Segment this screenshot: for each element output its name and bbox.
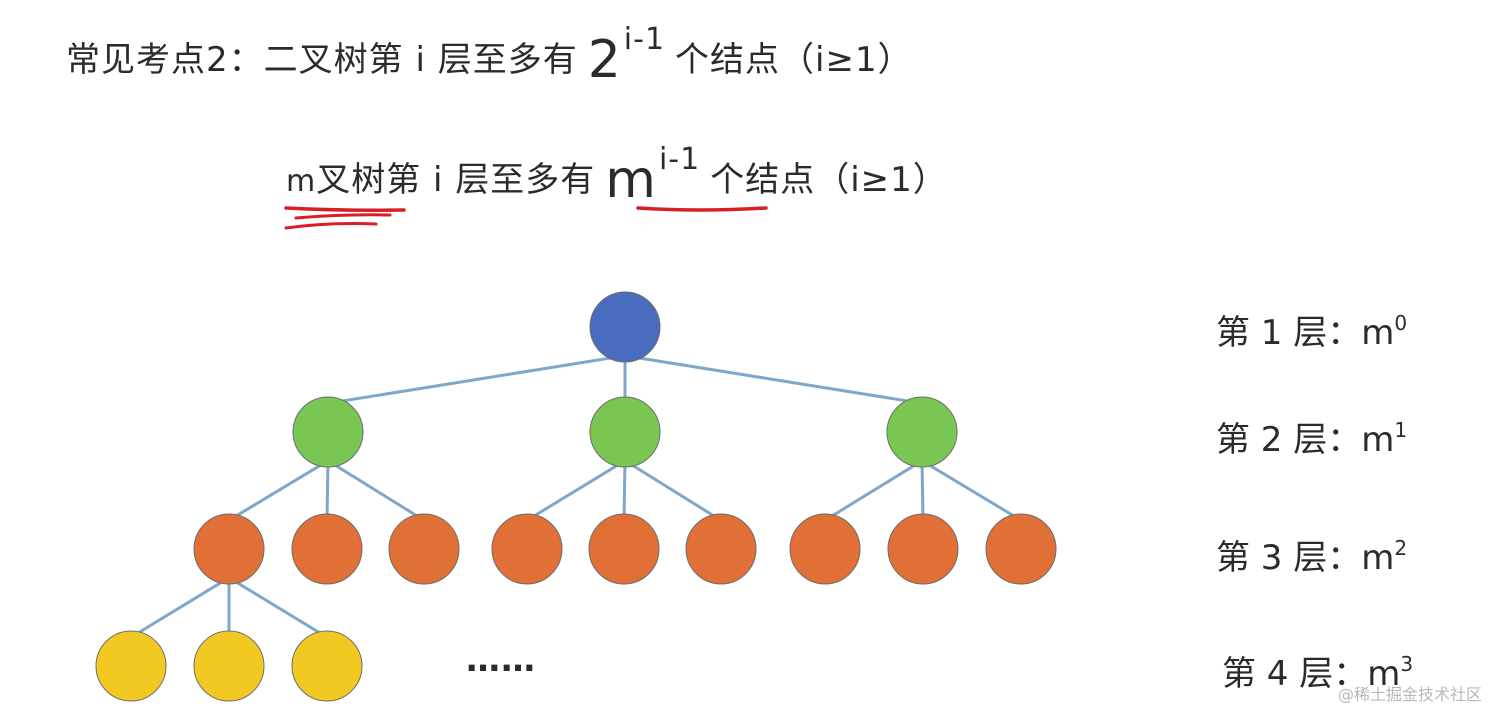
tree-edges (130, 354, 1022, 639)
underline-formula-stroke (636, 206, 768, 212)
tree-node-level-3 (789, 513, 861, 585)
formula-exponent-2: i-1 (658, 142, 701, 177)
watermark: @稀土掘金技术社区 (1337, 685, 1482, 704)
tree-edge (327, 354, 626, 405)
layer-label-1-exp: 0 (1394, 311, 1408, 335)
tree-node-level-3 (985, 513, 1057, 585)
layer-label-3: 第 3 层：m2 (1216, 530, 1407, 579)
tree-node-level-3 (588, 513, 660, 585)
tree-edge (526, 459, 626, 522)
layer-label-4: 第 4 层：m3 (1222, 646, 1413, 695)
layer-label-3-text: 第 3 层：m (1216, 538, 1395, 578)
tree-node-level-3 (193, 513, 265, 585)
formula-base-2: 2 (587, 30, 622, 90)
tree-node-level-3 (887, 513, 959, 585)
heading-line2-m: m (286, 164, 317, 199)
tree-node-level-4 (291, 630, 363, 702)
layer-label-2-text: 第 2 层：m (1216, 420, 1395, 460)
more-nodes-ellipsis: …… (466, 640, 536, 680)
heading-line2-prefix: 叉树第 i 层至多有 (316, 160, 596, 200)
tree-node-level-3 (491, 513, 563, 585)
tree-edge (130, 576, 230, 639)
layer-label-4-text: 第 4 层：m (1222, 654, 1401, 694)
tree-node-level-4 (193, 630, 265, 702)
tree-node-level-2 (292, 396, 364, 468)
underline-m-stroke-3 (284, 222, 378, 230)
tree-edge (921, 459, 1022, 522)
tree-node-level-1 (589, 291, 661, 363)
tree-edge (622, 460, 627, 521)
underline-m-stroke-2 (294, 213, 392, 220)
tree-node-level-2 (589, 396, 661, 468)
layer-label-4-exp: 3 (1400, 652, 1414, 676)
tree-nodes (95, 291, 1057, 702)
tree-node-level-4 (95, 630, 167, 702)
tree-edge (920, 460, 925, 521)
layer-label-1-text: 第 1 层：m (1216, 313, 1395, 353)
tree-edge (624, 459, 722, 522)
heading-line1-prefix: 常见考点2：二叉树第 i 层至多有 (66, 40, 578, 80)
formula-base-m: m (605, 150, 657, 210)
tree-edge (228, 459, 329, 522)
tree-edge (228, 576, 328, 639)
underline-m-stroke-1 (284, 206, 406, 212)
layer-label-2: 第 2 层：m1 (1216, 412, 1407, 461)
tree-edge (624, 354, 923, 405)
tree-edge (824, 459, 923, 522)
red-underline-marks (284, 206, 768, 230)
tree-node-level-2 (886, 396, 958, 468)
heading-line1-suffix: 个结点（i≥1） (675, 40, 913, 80)
formula-exponent-1: i-1 (623, 22, 666, 57)
tree-edge (325, 460, 330, 521)
layer-label-3-exp: 2 (1394, 536, 1408, 560)
layer-label-1: 第 1 层：m0 (1216, 305, 1407, 354)
tree-edge (327, 459, 425, 522)
heading-line2-suffix: 个结点（i≥1） (710, 160, 948, 200)
tree-node-level-3 (291, 513, 363, 585)
layer-label-2-exp: 1 (1394, 418, 1408, 442)
tree-node-level-3 (685, 513, 757, 585)
tree-node-level-3 (388, 513, 460, 585)
